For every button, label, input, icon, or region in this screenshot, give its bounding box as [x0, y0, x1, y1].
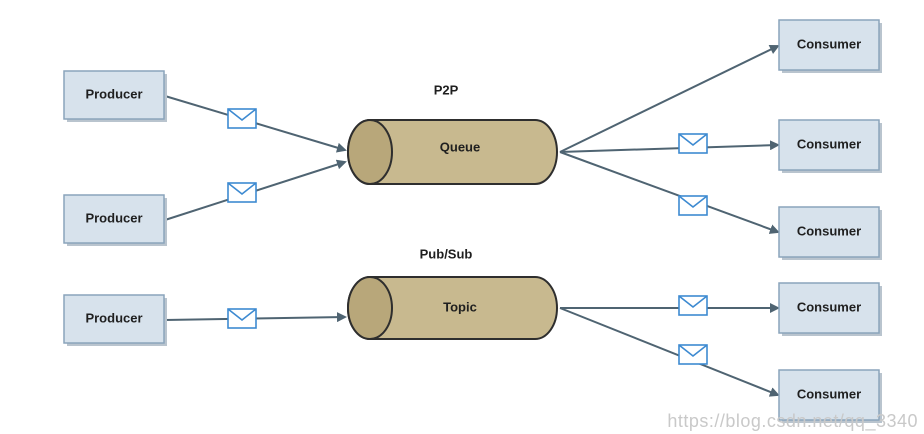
edge-queue-to-consumer-3	[559, 151, 780, 234]
watermark-text: https://blog.csdn.net/qq_3340	[667, 411, 918, 431]
envelope-icon	[227, 108, 257, 129]
queue-label: Queue	[440, 139, 480, 154]
consumer-node-3: Consumer	[778, 206, 882, 260]
envelope-icon	[678, 133, 708, 154]
consumer-node-4: Consumer	[778, 282, 882, 336]
consumer-node-1: Consumer	[778, 19, 882, 73]
topic-cylinder: Topic	[347, 276, 558, 340]
producer-label: Producer	[85, 310, 142, 325]
edge-topic-to-consumer-5	[559, 307, 780, 397]
edge-queue-to-consumer-2	[559, 140, 780, 153]
consumer-label: Consumer	[797, 223, 861, 238]
consumer-label: Consumer	[797, 386, 861, 401]
envelope-icon	[678, 344, 708, 365]
queue-cylinder: Queue	[347, 119, 558, 185]
topic-label: Topic	[443, 299, 477, 314]
envelope-icon	[678, 195, 708, 216]
envelope-icon	[227, 182, 257, 203]
consumer-label: Consumer	[797, 136, 861, 151]
consumer-node-5: Consumer	[778, 369, 882, 423]
consumer-node-2: Consumer	[778, 119, 882, 173]
producer-node-1: Producer	[63, 70, 167, 122]
pubsub-label: Pub/Sub	[420, 246, 473, 261]
producer-node-3: Producer	[63, 294, 167, 346]
envelope-icon	[227, 308, 257, 329]
producer-node-2: Producer	[63, 194, 167, 246]
envelope-icon	[678, 295, 708, 316]
consumer-label: Consumer	[797, 36, 861, 51]
producer-label: Producer	[85, 86, 142, 101]
producer-label: Producer	[85, 210, 142, 225]
edge-queue-to-consumer-1	[559, 45, 780, 153]
consumer-label: Consumer	[797, 299, 861, 314]
p2p-label: P2P	[434, 82, 459, 97]
